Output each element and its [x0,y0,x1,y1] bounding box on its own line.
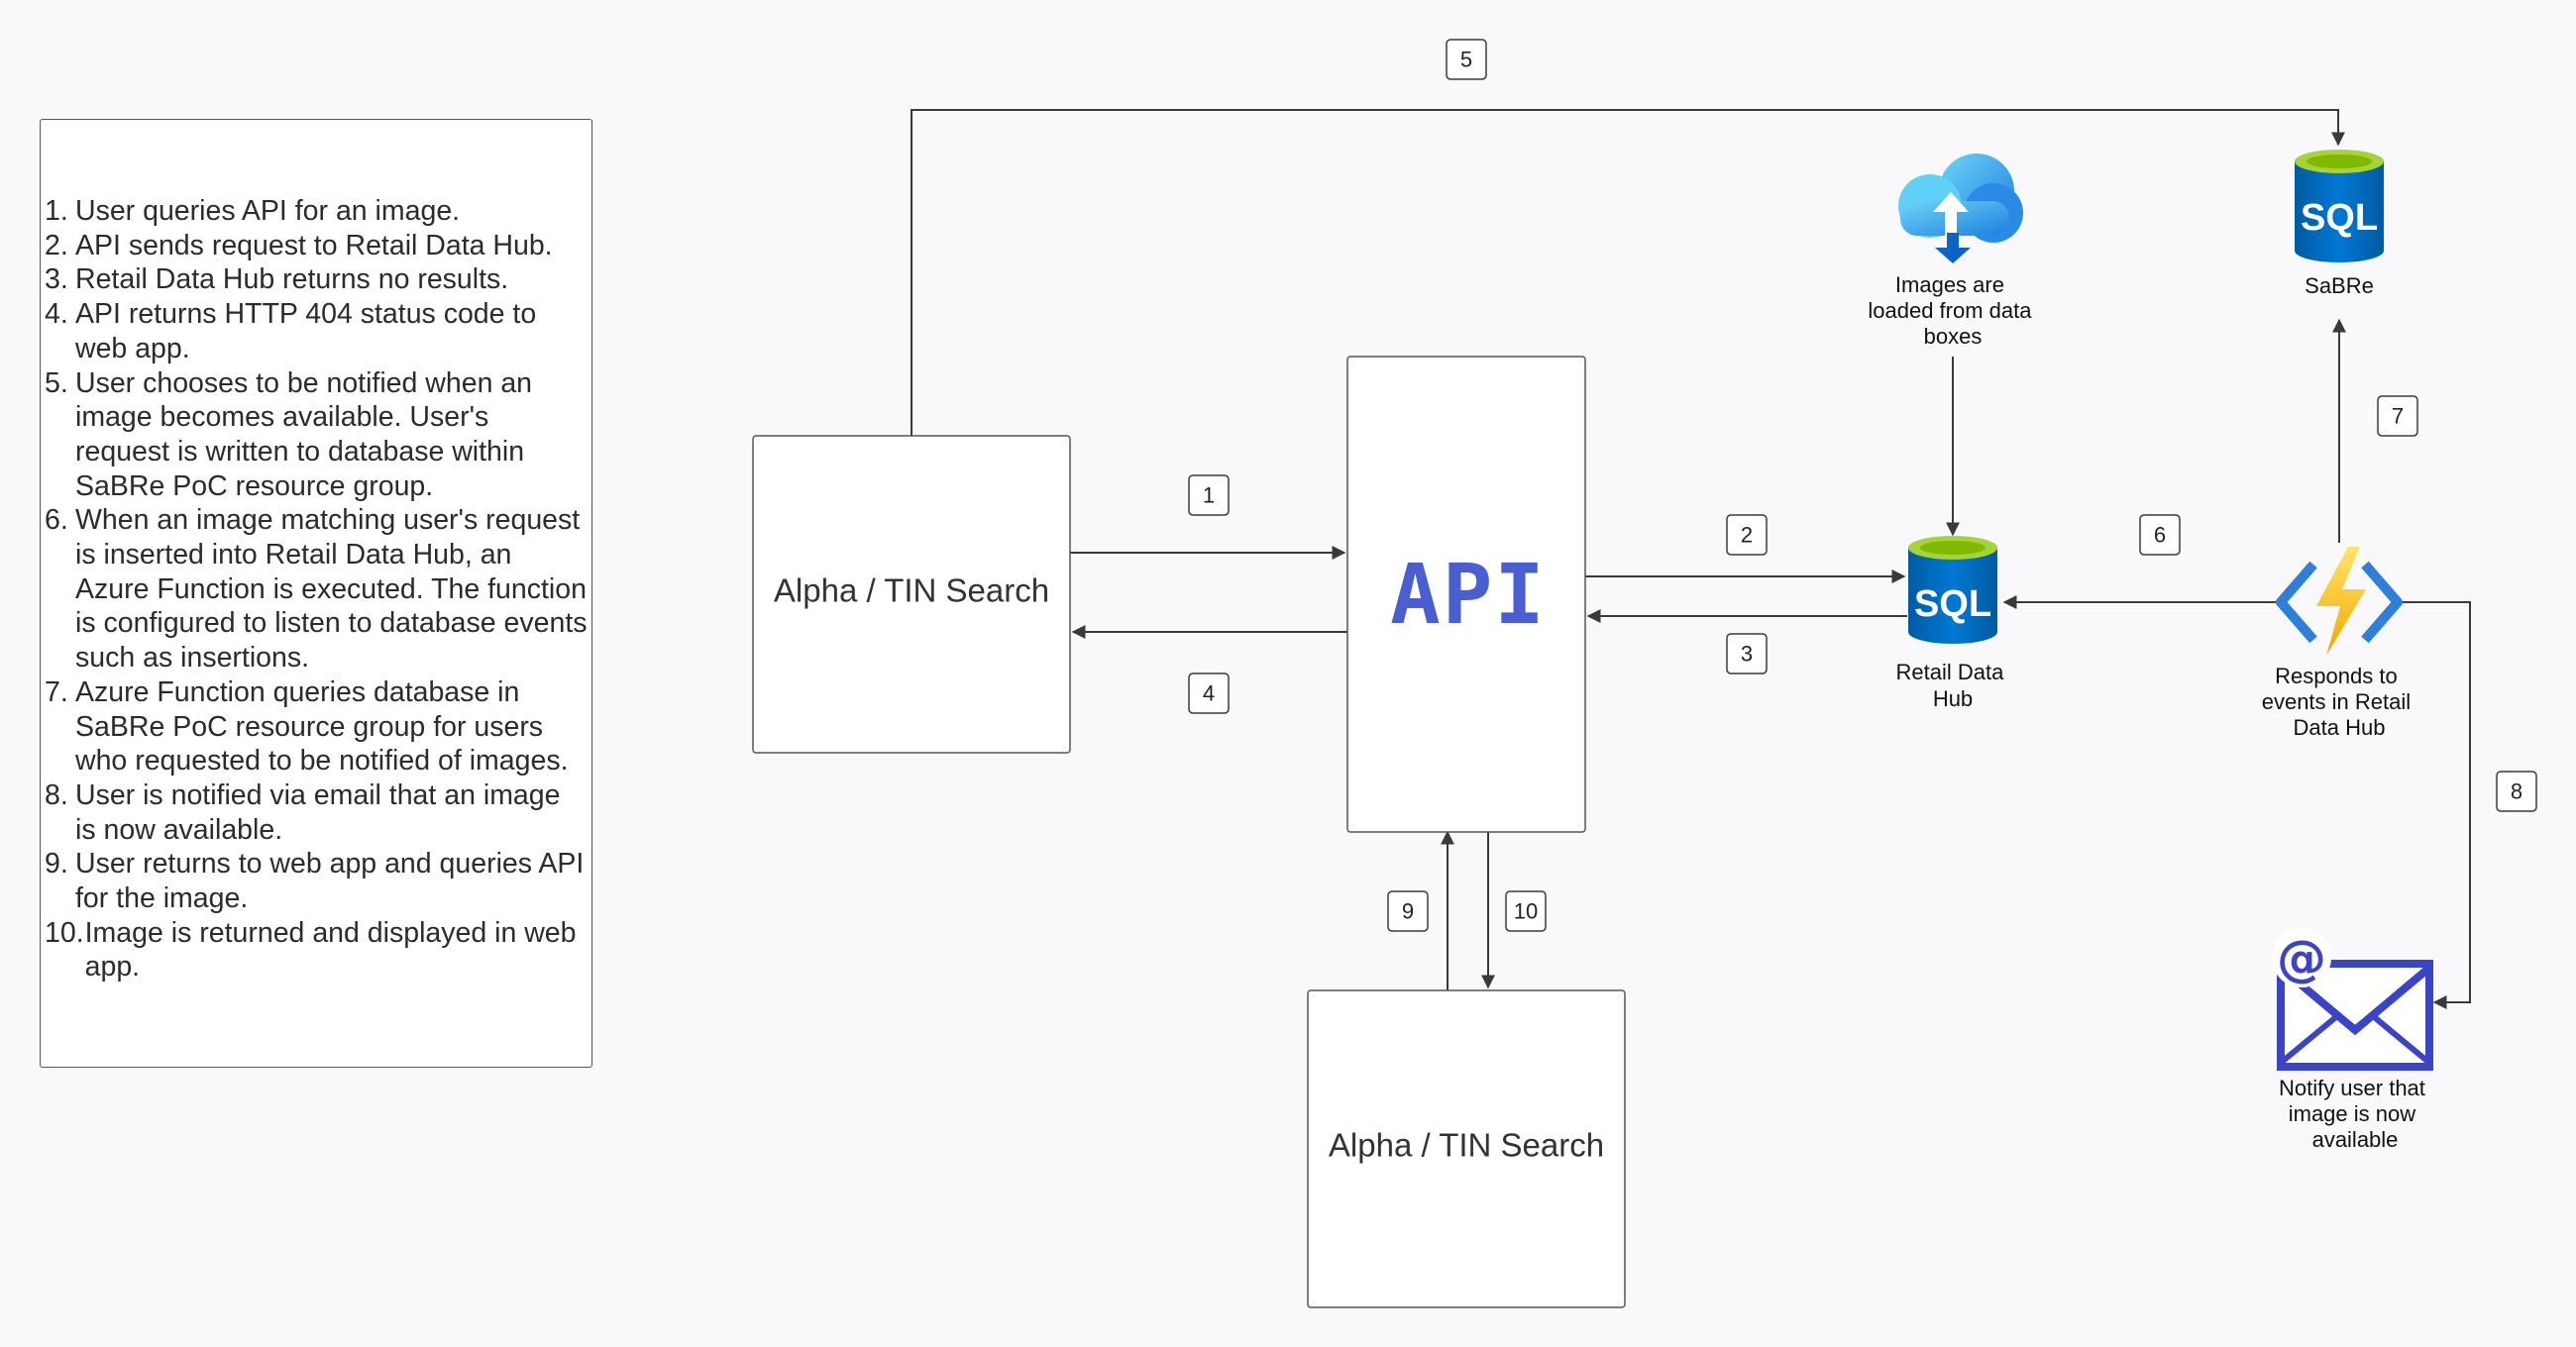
search-box-top-label: Alpha / TIN Search [774,572,1049,609]
api-box[interactable]: API [1346,356,1586,833]
sabre-caption: SaBRe [2305,273,2374,298]
search-box-top[interactable]: Alpha / TIN Search [752,435,1071,754]
step-badge-5: 5 [1446,39,1487,80]
svg-text:8: 8 [2511,779,2522,804]
step-note-4: 4.API returns HTTP 404 status code to we… [45,298,537,364]
svg-text:9: 9 [1402,899,1414,924]
svg-text:7: 7 [2392,404,2404,429]
step-badge-8: 8 [2496,771,2537,812]
steps-notes-panel: 1.User queries API for an image. 2.API s… [40,119,592,1068]
email-envelope-icon: @ [2272,928,2433,1071]
step-badge-1: 1 [1188,474,1230,516]
svg-text:6: 6 [2154,523,2166,548]
function-caption: Responds to events in Retail Data Hub [2262,664,2417,740]
step-badges: 1 2 3 4 5 6 7 8 9 10 [1188,39,2537,932]
sabre-sql-label: SQL [2301,197,2378,239]
step-badge-2: 2 [1726,514,1768,556]
svg-text:5: 5 [1460,48,1472,72]
connectors [911,109,2471,1009]
images-loaded-caption: Images are loaded from data boxes [1868,272,2037,349]
step-note-8: 8.User is notified via email that an ima… [45,778,561,846]
svg-text:10: 10 [1514,899,1538,924]
sql-database-icon: SQL [1908,536,1997,644]
step-badge-3: 3 [1726,633,1768,674]
email-caption: Notify user that image is now available [2279,1076,2431,1152]
svg-text:3: 3 [1741,642,1753,667]
step-note-10: 10.Image is returned and displayed in we… [45,916,577,984]
step-note-7: 7.Azure Function queries database in SaB… [45,675,569,777]
sql-database-icon: SQL [2295,150,2384,262]
step-note-1: 1.User queries API for an image. [45,195,461,227]
cloud-upload-icon [1898,154,2023,263]
step-badge-9: 9 [1387,890,1429,932]
api-label: API [1390,546,1547,643]
step-note-5: 5.User chooses to be notified when an im… [45,366,533,502]
svg-text:4: 4 [1203,681,1215,706]
arrow-step-8 [2400,601,2471,1009]
arrow-step-5 [911,109,2345,436]
step-note-6: 6.When an image matching user's request … [45,504,588,674]
step-badge-7: 7 [2377,395,2418,437]
step-note-9: 9.User returns to web app and queries AP… [45,848,585,915]
azure-function-icon [2276,547,2403,656]
retail-data-hub-caption: Retail Data Hub [1896,660,2010,711]
step-note-2: 2.API sends request to Retail Data Hub. [45,229,553,261]
search-box-bottom[interactable]: Alpha / TIN Search [1307,989,1626,1308]
step-badge-6: 6 [2139,514,2181,556]
steps-list: 1.User queries API for an image. 2.API s… [45,194,588,984]
svg-text:1: 1 [1203,483,1215,508]
search-box-bottom-label: Alpha / TIN Search [1329,1127,1604,1164]
svg-text:@: @ [2277,930,2326,987]
svg-text:2: 2 [1741,523,1753,548]
step-note-3: 3.Retail Data Hub returns no results. [45,263,509,296]
step-badge-4: 4 [1188,673,1230,714]
retail-sql-label: SQL [1914,583,1991,625]
step-badge-10: 10 [1505,890,1547,932]
